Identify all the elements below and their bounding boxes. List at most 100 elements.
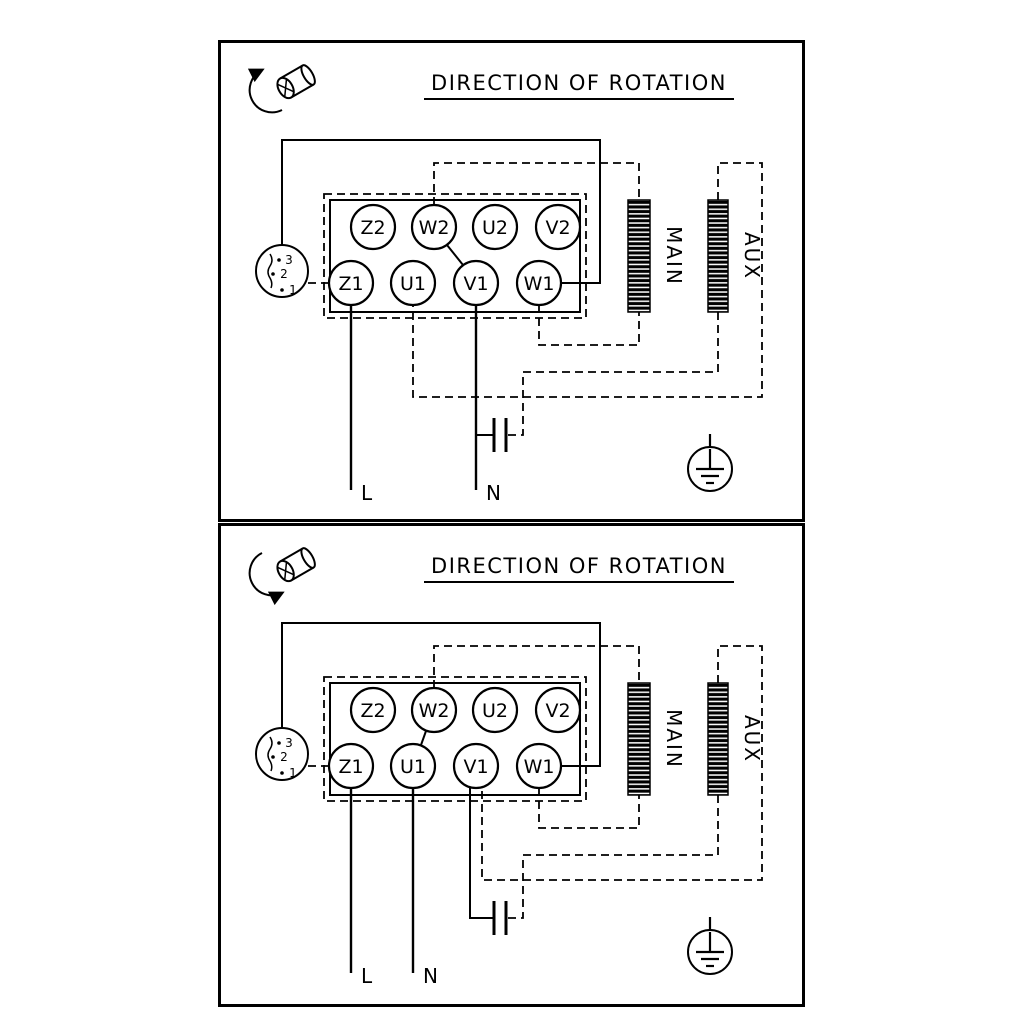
capacitor <box>492 901 508 935</box>
terminal-v2-label: V2 <box>545 217 570 239</box>
terminal-w1-label: W1 <box>524 273 555 295</box>
panel-border <box>218 523 805 1007</box>
panel-title-text: DIRECTION OF ROTATION <box>431 71 727 95</box>
aux-winding: AUX <box>707 682 764 796</box>
panel-top-svg: DIRECTION OF ROTATION <box>218 40 805 522</box>
wire-w2-to-main-top <box>433 162 640 205</box>
main-winding-coil <box>627 682 651 796</box>
terminal-z2-label: Z2 <box>360 217 385 239</box>
main-winding-label: MAIN <box>662 226 686 286</box>
terminal-w1 <box>515 259 563 307</box>
ground-icon <box>687 434 733 492</box>
terminal-z1-label: Z1 <box>338 273 363 295</box>
terminal-box-inner <box>329 682 581 796</box>
terminal-box-outer <box>323 676 587 802</box>
terminal-w2 <box>410 203 458 251</box>
rotation-direction-icon <box>248 547 316 606</box>
switch-contact-dot <box>271 755 275 759</box>
ground-icon <box>687 917 733 975</box>
terminal-box-inner <box>329 199 581 313</box>
switch-contact-dot <box>277 741 281 745</box>
selector-switch: 3 2 1 <box>255 244 309 298</box>
bridge-w2-u1 <box>420 730 427 746</box>
terminal-u2 <box>471 686 519 734</box>
terminal-v1 <box>452 259 500 307</box>
terminal-v1-label: V1 <box>463 273 488 295</box>
switch-position-3: 3 <box>285 736 293 750</box>
terminal-u1 <box>389 742 437 790</box>
wire-aux-bottom-to-capacitor <box>506 795 719 919</box>
rotation-arrow-icon <box>247 68 283 114</box>
wiring-solid <box>281 622 601 973</box>
main-winding-coil <box>627 199 651 313</box>
wire-w1-to-main-bottom <box>538 305 640 346</box>
wire-switch-to-w1 <box>281 622 601 767</box>
switch-contact-dot <box>280 771 284 775</box>
terminal-v2 <box>534 686 582 734</box>
terminal-z1 <box>327 259 375 307</box>
terminal-w1-label: W1 <box>524 756 555 778</box>
terminal-z2 <box>349 686 397 734</box>
aux-winding-coil <box>707 682 729 796</box>
wire-aux-top-to-v1 <box>481 645 763 881</box>
terminal-box-outer <box>323 193 587 319</box>
switch-contact-dot <box>271 272 275 276</box>
panel-top: DIRECTION OF ROTATION <box>218 40 805 522</box>
aux-winding: AUX <box>707 199 764 313</box>
switch-contact-dot <box>277 258 281 262</box>
rotation-arrow-icon <box>248 552 285 606</box>
capacitor <box>492 418 508 452</box>
terminal-u2-label: U2 <box>482 217 508 239</box>
bridge-w2-v1 <box>446 244 464 266</box>
terminal-v1-label: V1 <box>463 756 488 778</box>
wiring-solid <box>281 139 601 490</box>
terminal-u2 <box>471 203 519 251</box>
capacitor-left-lead <box>469 787 494 919</box>
switch-position-1: 1 <box>289 766 297 780</box>
aux-winding-coil <box>707 199 729 313</box>
terminal-z1 <box>327 742 375 790</box>
main-winding: MAIN <box>627 199 686 313</box>
line-label: L <box>361 481 373 505</box>
terminal-z2 <box>349 203 397 251</box>
line-label: L <box>361 964 373 988</box>
terminal-v2 <box>534 203 582 251</box>
wire-w1-to-main-bottom <box>538 788 640 829</box>
terminals: Z2 W2 U2 V2 Z1 U1 V1 W1 <box>327 686 582 790</box>
panel-bottom: DIRECTION OF ROTATION <box>218 523 805 1007</box>
switch-position-1: 1 <box>289 283 297 297</box>
terminals: Z2 W2 U2 V2 Z1 U1 V1 W1 <box>327 203 582 307</box>
terminal-w2-label: W2 <box>419 700 450 722</box>
switch-position-2: 2 <box>280 267 288 281</box>
switch-position-3: 3 <box>285 253 293 267</box>
motor-shaft-icon <box>276 547 316 583</box>
panel-title: DIRECTION OF ROTATION <box>424 71 734 100</box>
aux-winding-label: AUX <box>740 232 764 280</box>
wire-w2-to-main-top <box>433 645 640 688</box>
terminal-u1-label: U1 <box>400 756 426 778</box>
terminal-v1 <box>452 742 500 790</box>
panel-border <box>218 40 805 522</box>
terminal-w2 <box>410 686 458 734</box>
switch-contact-dot <box>280 288 284 292</box>
terminal-u1 <box>389 259 437 307</box>
panel-title-text: DIRECTION OF ROTATION <box>431 554 727 578</box>
switch-wiper-icon <box>267 736 273 772</box>
main-winding: MAIN <box>627 682 686 796</box>
motor-shaft-icon <box>276 64 316 100</box>
switch-wiper-icon <box>267 253 273 289</box>
panel-bottom-svg: DIRECTION OF ROTATION <box>218 523 805 1007</box>
terminal-z1-label: Z1 <box>338 756 363 778</box>
terminal-z2-label: Z2 <box>360 700 385 722</box>
neutral-label: N <box>486 481 501 505</box>
aux-winding-label: AUX <box>740 715 764 763</box>
switch-position-2: 2 <box>280 750 288 764</box>
wire-switch-to-w1 <box>281 139 601 284</box>
neutral-label: N <box>423 964 438 988</box>
panel-title: DIRECTION OF ROTATION <box>424 554 734 583</box>
rotation-direction-icon <box>247 64 316 114</box>
terminal-u2-label: U2 <box>482 700 508 722</box>
selector-switch: 3 2 1 <box>255 727 309 781</box>
terminal-w1 <box>515 742 563 790</box>
